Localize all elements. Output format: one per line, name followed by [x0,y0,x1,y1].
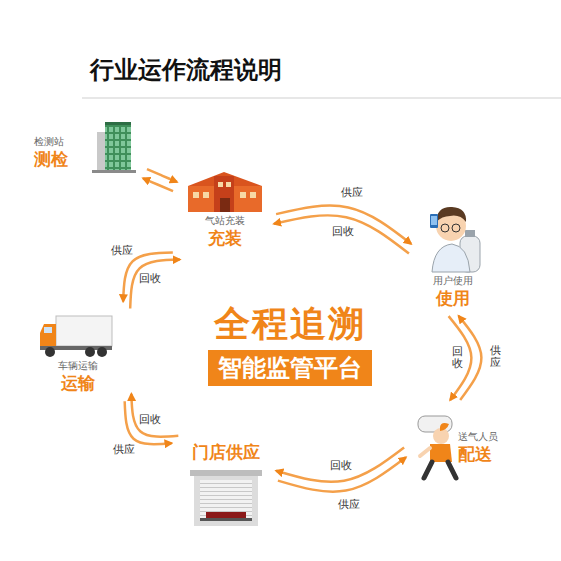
main-text: 充装 [208,228,242,249]
flow-arrow [276,447,404,481]
stage-node: 车辆运输运输 [33,310,123,396]
title-rule [82,98,561,99]
flow-label: 供应 [110,244,134,257]
flow-label: 回收 [329,459,353,472]
hero-text: 全程追溯 [214,302,366,345]
platform-node: 全程追溯智能监管平台 [196,296,384,392]
flow-arrow [278,457,406,491]
sub-text: 送气人员 [458,431,498,444]
sub-text: 车辆运输 [58,360,98,373]
stage-node: 用户使用使用 [415,205,490,311]
station-node: 气站充装充装 [180,165,270,251]
flow-arrow [131,394,178,437]
main-text: 门店供应 [192,442,260,463]
sub-text: 气站充装 [205,215,245,228]
main-text: 使用 [436,288,470,309]
station-node: 检测站测检 [30,118,140,178]
flow-label: 回收 [331,225,355,238]
flow-arrow [147,169,177,182]
badge-text: 智能监管平台 [208,350,372,386]
flow-arrow [130,260,180,309]
main-text: 测检 [34,149,68,170]
stage-node: 送气人员配送 [410,405,502,481]
filling-station-icon [188,172,262,212]
courier-icon [418,416,456,478]
sub-text: 用户使用 [433,275,473,288]
flow-label: 供应 [337,499,361,512]
user-icon [430,207,480,272]
stage-node: 门店供应 [180,440,272,530]
flow-label: 供应 [490,344,501,370]
flow-label: 供应 [340,186,364,199]
page-title: 行业运作流程说明 [90,56,282,85]
flow-label: 回收 [138,272,162,285]
flow-label: 回收 [452,345,463,371]
sub-text: 检测站 [34,136,64,149]
flow-arrow [449,316,472,400]
flow-label: 供应 [112,443,136,456]
tower-icon [92,122,136,173]
flow-arrow [143,178,173,191]
main-text: 配送 [458,444,492,465]
flow-label: 回收 [138,413,162,426]
main-text: 运输 [61,373,95,394]
shop-icon [190,470,262,526]
flow-arrow [276,206,411,244]
flow-arrow [274,215,409,253]
truck-icon [40,316,112,357]
